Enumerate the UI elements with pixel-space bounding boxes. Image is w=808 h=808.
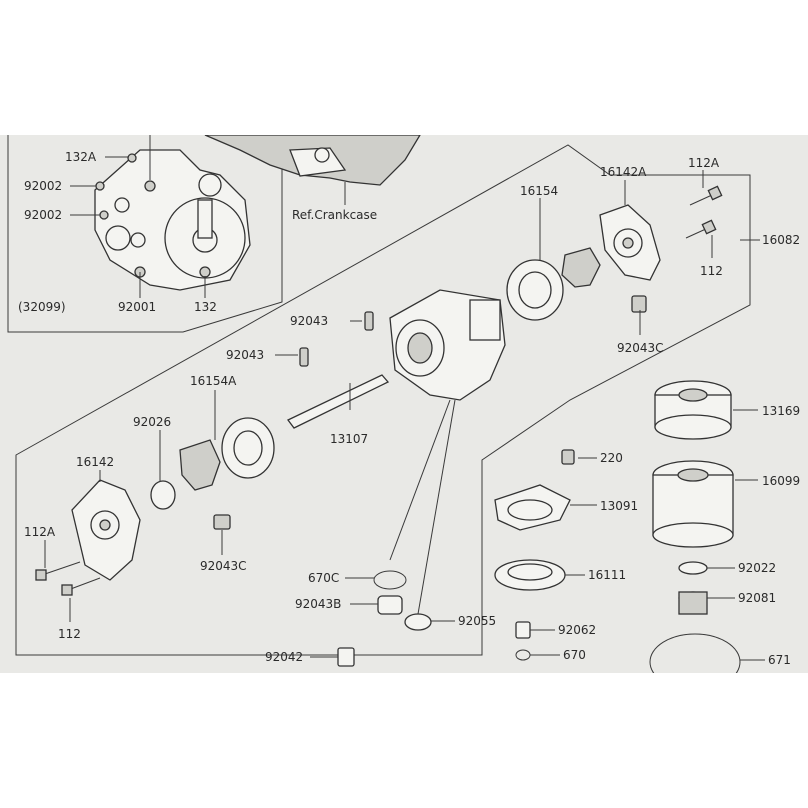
- label-16154: 16154: [520, 184, 558, 198]
- bolts-left: [35, 514, 231, 596]
- label-16154A: 16154A: [190, 374, 237, 388]
- label-670: 670: [563, 648, 586, 662]
- label-132: 132: [194, 300, 217, 314]
- label-671: 671: [768, 653, 791, 667]
- pump-cover-16142A: [599, 204, 661, 281]
- inset-cover-part: [94, 149, 251, 291]
- label-92042: 92042: [265, 650, 303, 664]
- label-92055: 92055: [458, 614, 496, 628]
- leader-lines: [44, 135, 765, 661]
- label-13169: 13169: [762, 404, 800, 418]
- label-13107: 13107: [330, 432, 368, 446]
- label-92043-a: 92043: [290, 314, 328, 328]
- label-92002-b: 92002: [24, 208, 62, 222]
- bolts-top-right: [631, 185, 723, 313]
- label-112A-top: 112A: [688, 156, 720, 170]
- label-92002-a: 92002: [24, 179, 62, 193]
- label-32099: (32099): [18, 300, 66, 314]
- label-16099: 16099: [762, 474, 800, 488]
- shaft-13107: [287, 311, 390, 429]
- pump-cover-16142: [71, 479, 141, 581]
- parts-diagram-scan: 132A 92002 92002 (32099) 92001 132 Ref.C…: [0, 135, 808, 673]
- label-92043C-top: 92043C: [617, 341, 664, 355]
- label-112A-left: 112A: [24, 525, 56, 539]
- label-92043C-low: 92043C: [200, 559, 247, 573]
- label-92043-b: 92043: [226, 348, 264, 362]
- label-ref-crankcase: Ref.Crankcase: [292, 208, 377, 222]
- oil-filter-parts: [649, 380, 741, 673]
- washer-92026: [150, 480, 176, 510]
- label-220: 220: [600, 451, 623, 465]
- label-132A: 132A: [65, 150, 97, 164]
- assembly-outline: [15, 144, 751, 656]
- label-670C: 670C: [308, 571, 339, 585]
- label-16111: 16111: [588, 568, 626, 582]
- label-92043B: 92043B: [295, 597, 341, 611]
- label-92001: 92001: [118, 300, 156, 314]
- pump-body: [389, 289, 506, 401]
- exploded-parts-diagram: 132A 92002 92002 (32099) 92001 132 Ref.C…: [7, 135, 800, 673]
- label-92062: 92062: [558, 623, 596, 637]
- label-16142: 16142: [76, 455, 114, 469]
- label-16142A: 16142A: [600, 165, 647, 179]
- label-92022: 92022: [738, 561, 776, 575]
- rotor-16154: [506, 247, 601, 321]
- crankcase-reference: [204, 135, 421, 205]
- relief-valve-parts: [337, 449, 575, 667]
- label-16082: 16082: [762, 233, 800, 247]
- label-92026: 92026: [133, 415, 171, 429]
- label-112-left: 112: [58, 627, 81, 641]
- label-13091: 13091: [600, 499, 638, 513]
- rotor-16154A: [179, 417, 275, 491]
- label-112-top: 112: [700, 264, 723, 278]
- label-92081: 92081: [738, 591, 776, 605]
